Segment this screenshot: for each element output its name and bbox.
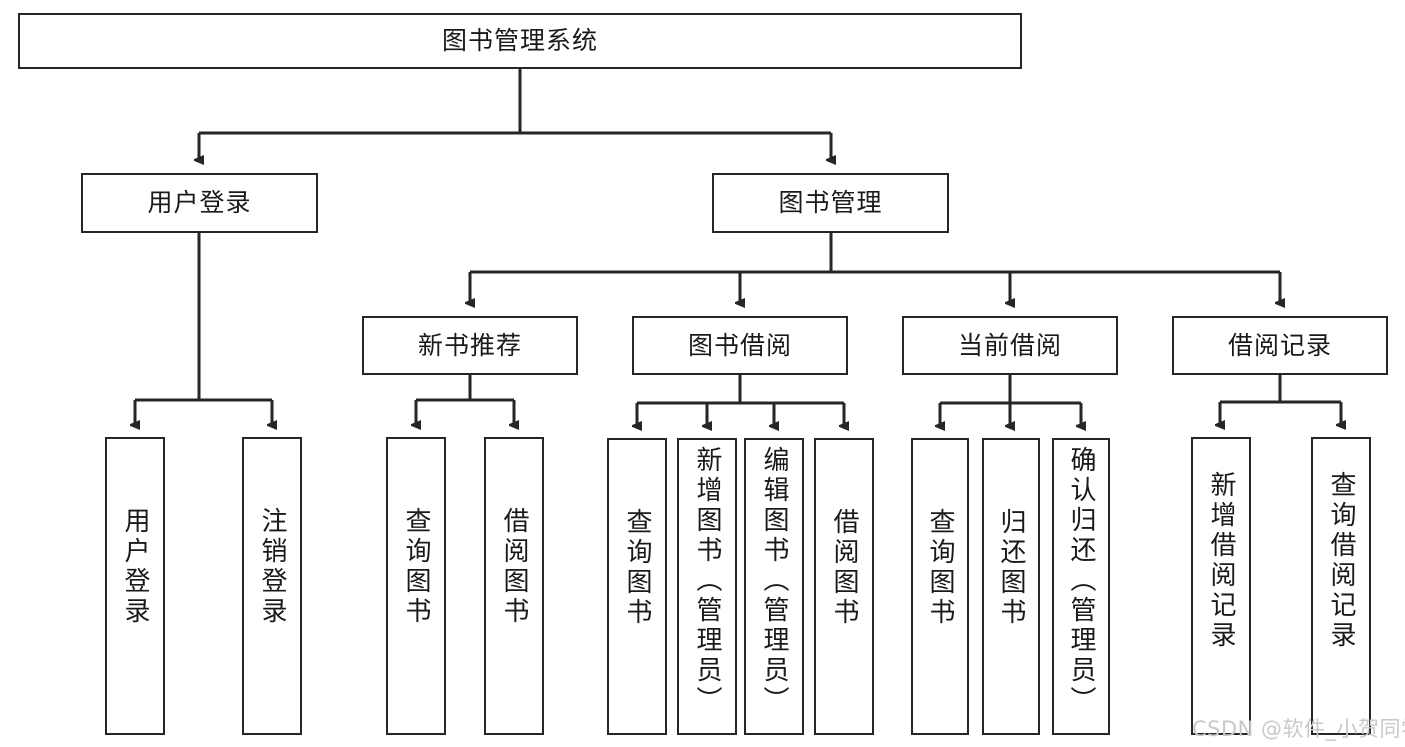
node-label: 借阅图书 (499, 507, 529, 627)
node-label: 借阅记录 (1227, 330, 1332, 360)
node-user-login[interactable]: 用户登录 (81, 173, 318, 233)
node-label: 编辑图书（管理员） (759, 446, 789, 716)
node-label: 查询图书 (925, 508, 955, 628)
node-label: 用户登录 (147, 188, 252, 218)
node-label: 确认归还（管理员） (1066, 446, 1096, 716)
leaf-new-book-borrow-book[interactable]: 借阅图书 (484, 437, 544, 735)
leaf-borrow-record-query-record[interactable]: 查询借阅记录 (1311, 437, 1371, 735)
leaf-book-borrow-add-book-admin[interactable]: 新增图书（管理员） (677, 438, 737, 735)
node-label: 注销登录 (257, 507, 287, 627)
node-label: 查询图书 (622, 508, 652, 628)
leaf-user-login-login[interactable]: 用户登录 (105, 437, 165, 735)
node-borrowing-record[interactable]: 借阅记录 (1172, 316, 1388, 375)
node-label: 新增图书（管理员） (692, 446, 722, 716)
node-label: 新书推荐 (417, 330, 522, 360)
node-new-book-recommendation[interactable]: 新书推荐 (362, 316, 578, 375)
leaf-borrow-record-add-record[interactable]: 新增借阅记录 (1191, 437, 1251, 735)
csdn-watermark: CSDN @软件_小贺同学 (1192, 717, 1405, 741)
node-label: 归还图书 (996, 508, 1026, 628)
node-label: 图书管理 (778, 188, 883, 218)
node-label: 查询借阅记录 (1326, 471, 1356, 651)
leaf-book-borrow-query-book[interactable]: 查询图书 (607, 438, 667, 735)
leaf-new-book-query-book[interactable]: 查询图书 (386, 437, 446, 735)
node-label: 当前借阅 (957, 330, 1062, 360)
leaf-current-borrow-confirm-return-admin[interactable]: 确认归还（管理员） (1052, 438, 1110, 735)
leaf-current-borrow-return-book[interactable]: 归还图书 (982, 438, 1040, 735)
node-label: 借阅图书 (829, 508, 859, 628)
node-root-book-management-system[interactable]: 图书管理系统 (18, 13, 1022, 69)
node-label: 新增借阅记录 (1206, 471, 1236, 651)
node-book-borrowing[interactable]: 图书借阅 (632, 316, 848, 375)
node-current-borrowing[interactable]: 当前借阅 (902, 316, 1118, 375)
node-book-management[interactable]: 图书管理 (712, 173, 949, 233)
node-label: 查询图书 (401, 507, 431, 627)
leaf-book-borrow-edit-book-admin[interactable]: 编辑图书（管理员） (744, 438, 804, 735)
node-label: 图书管理系统 (441, 26, 598, 56)
leaf-current-borrow-query-book[interactable]: 查询图书 (911, 438, 969, 735)
node-label: 图书借阅 (687, 330, 792, 360)
node-label: 用户登录 (120, 507, 150, 627)
leaf-book-borrow-borrow-book[interactable]: 借阅图书 (814, 438, 874, 735)
leaf-user-login-logout[interactable]: 注销登录 (242, 437, 302, 735)
